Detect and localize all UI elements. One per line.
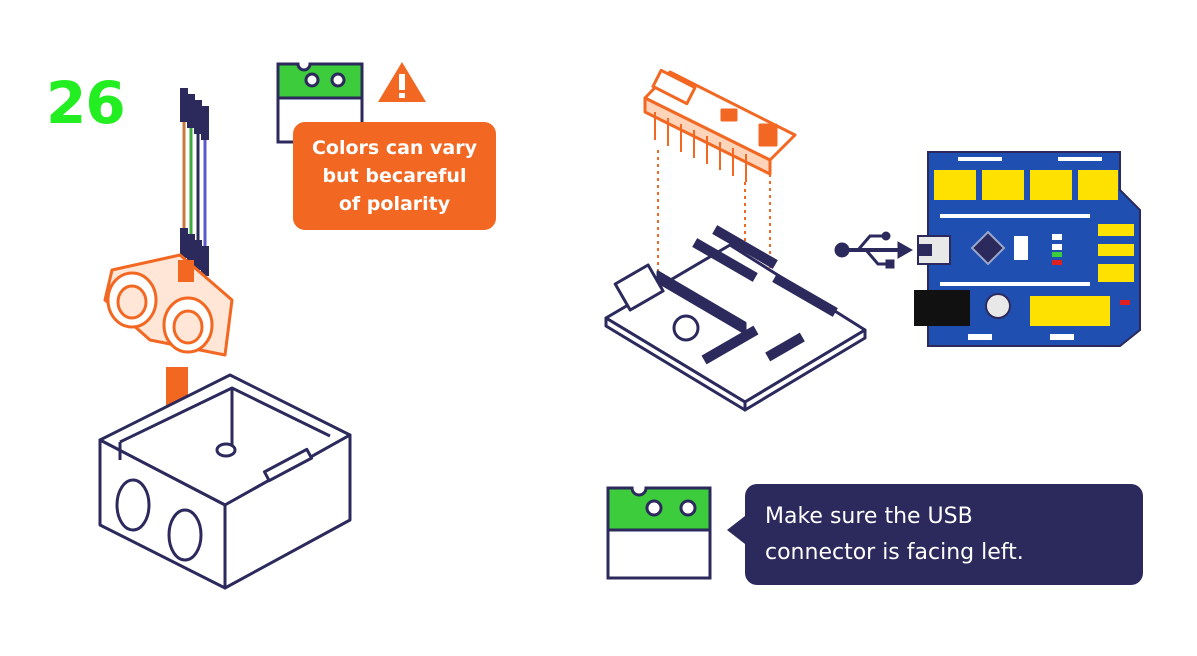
callout-line: connector is facing left. xyxy=(765,539,1024,565)
enclosure-box xyxy=(98,373,352,590)
callout-line: of polarity xyxy=(338,193,451,216)
callout-line: Make sure the USB xyxy=(765,504,973,530)
arduino-nano xyxy=(643,68,797,182)
ultrasonic-sensor xyxy=(103,253,234,357)
usb-icon xyxy=(834,231,914,269)
callout-line: Colors can vary xyxy=(311,136,478,159)
sensor-shield-board xyxy=(604,225,867,412)
nano-shield-board xyxy=(914,151,1141,347)
usb-orientation-callout: Make sure the USB connector is facing le… xyxy=(727,484,1143,585)
jumper-wires xyxy=(180,88,209,276)
step-number: 26 xyxy=(46,69,126,137)
warning-icon xyxy=(378,62,426,102)
polarity-warning-callout: Colors can vary but becareful of polarit… xyxy=(293,122,496,230)
callout-line: but becareful xyxy=(322,164,467,187)
block-icon-bottom xyxy=(606,486,712,580)
